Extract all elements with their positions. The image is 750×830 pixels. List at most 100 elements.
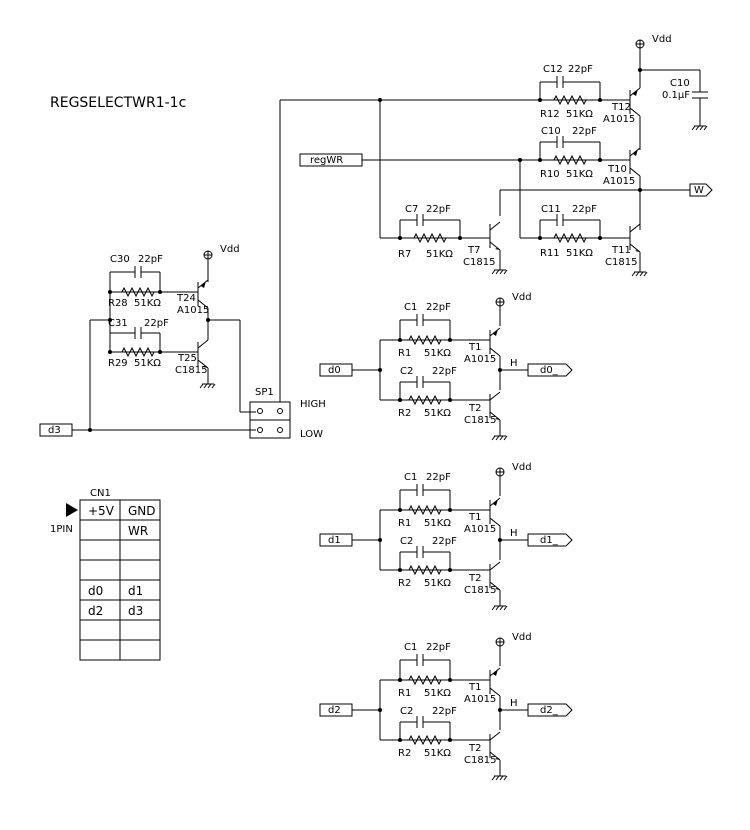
stage-t2-label: T2 <box>468 403 481 414</box>
t7-part: C1815 <box>463 257 495 268</box>
stage-t2-label: T2 <box>468 743 481 754</box>
stage-t1-label: T1 <box>468 682 481 693</box>
stage-r2-value: 51KΩ <box>424 578 451 589</box>
r7-value: 51KΩ <box>426 249 453 260</box>
stage-c1-label: C1 <box>404 472 417 483</box>
t24-part: A1015 <box>177 305 209 316</box>
pin1-label: 1PIN <box>50 524 73 535</box>
stage-r2-label: R2 <box>398 408 411 419</box>
stage-output-port <box>527 703 573 717</box>
stage-vdd-label: Vdd <box>512 632 532 643</box>
c10b-label: C10 <box>541 126 561 137</box>
stage-vdd-label: Vdd <box>512 462 532 473</box>
stage-t1-part: A1015 <box>464 354 496 365</box>
r29-label: R29 <box>108 358 128 369</box>
connector-cell <box>79 619 121 641</box>
r29-value: 51KΩ <box>134 358 161 369</box>
r10-value: 51KΩ <box>566 169 593 180</box>
t12-part: A1015 <box>603 114 635 125</box>
sp1-label: SP1 <box>255 387 274 398</box>
connector-cell <box>119 639 161 661</box>
stage-c2-value: 22pF <box>432 706 457 717</box>
c31-label: C31 <box>108 318 128 329</box>
t12-label: T12 <box>611 102 631 113</box>
c12-value: 22pF <box>568 64 593 75</box>
connector-cell <box>79 559 121 581</box>
stage-c1-value: 22pF <box>426 472 451 483</box>
stage-r1-label: R1 <box>398 348 411 359</box>
stage-r1-label: R1 <box>398 518 411 529</box>
stage-h-label: H <box>510 528 518 539</box>
c10-value: 0.1μF <box>662 90 690 101</box>
sp1-low-label: LOW <box>300 429 323 440</box>
stage-c1-value: 22pF <box>426 302 451 313</box>
stage-t2-part: C1815 <box>464 415 496 426</box>
stage-r2-label: R2 <box>398 748 411 759</box>
connector-cell <box>79 519 121 541</box>
connector-cell <box>119 559 161 581</box>
stage-r1-value: 51KΩ <box>424 518 451 529</box>
stage-input-port <box>319 533 353 547</box>
connector-pin-label: WR <box>128 524 148 538</box>
stage-t2-part: C1815 <box>464 585 496 596</box>
pin1-marker-icon <box>66 503 78 517</box>
t25-part: C1815 <box>175 365 207 376</box>
stage-input-label: d1 <box>328 535 341 546</box>
c7-label: C7 <box>405 204 418 215</box>
stage-t2-part: C1815 <box>464 755 496 766</box>
c11-value: 22pF <box>572 204 597 215</box>
stage-output-label: d1_ <box>540 535 559 546</box>
page-title: REGSELECTWR1-1c <box>50 95 186 111</box>
stage-output-port <box>527 363 573 377</box>
connector-cell <box>119 539 161 561</box>
stage-t1-part: A1015 <box>464 524 496 535</box>
stage-c2-value: 22pF <box>432 536 457 547</box>
stage-h-label: H <box>510 698 518 709</box>
r28-label: R28 <box>108 298 128 309</box>
stage-input-port <box>319 363 353 377</box>
stage-input-label: d0 <box>328 365 341 376</box>
connector-pin-label: +5V <box>88 504 115 518</box>
stage-r1-label: R1 <box>398 688 411 699</box>
connector-pin-label: d2 <box>88 604 103 618</box>
stage-c2-value: 22pF <box>432 366 457 377</box>
stage-output-label: d2_ <box>540 705 559 716</box>
stage-c1-label: C1 <box>404 302 417 313</box>
stage-r1-value: 51KΩ <box>424 348 451 359</box>
t10-part: A1015 <box>603 176 635 187</box>
stage-input-label: d2 <box>328 705 341 716</box>
c11-label: C11 <box>541 204 561 215</box>
r11-value: 51KΩ <box>566 248 593 259</box>
stage-t1-label: T1 <box>468 512 481 523</box>
c7-value: 22pF <box>426 204 451 215</box>
c30-value: 22pF <box>138 254 163 265</box>
connector-pin-label: d1 <box>128 584 143 598</box>
c31-value: 22pF <box>144 318 169 329</box>
c12-label: C12 <box>543 64 563 75</box>
t7-label: T7 <box>467 245 480 256</box>
stage-t1-part: A1015 <box>464 694 496 705</box>
stage-c1-label: C1 <box>404 642 417 653</box>
stage-t2-label: T2 <box>468 573 481 584</box>
r12-label: R12 <box>540 109 560 120</box>
left-vdd-label: Vdd <box>220 244 240 255</box>
r10-label: R10 <box>540 169 560 180</box>
r12-value: 51KΩ <box>566 109 593 120</box>
connector-cell <box>79 639 121 661</box>
c10-label: C10 <box>670 78 690 89</box>
connector-pin-label: d0 <box>88 584 103 598</box>
connector-cell <box>119 619 161 641</box>
stage-input-port <box>319 703 353 717</box>
stage-r2-value: 51KΩ <box>424 408 451 419</box>
w-label: W <box>694 185 704 196</box>
stage-c2-label: C2 <box>400 706 413 717</box>
t11-label: T11 <box>611 245 631 256</box>
d3-label: d3 <box>48 425 61 436</box>
stage-output-label: d0_ <box>540 365 559 376</box>
